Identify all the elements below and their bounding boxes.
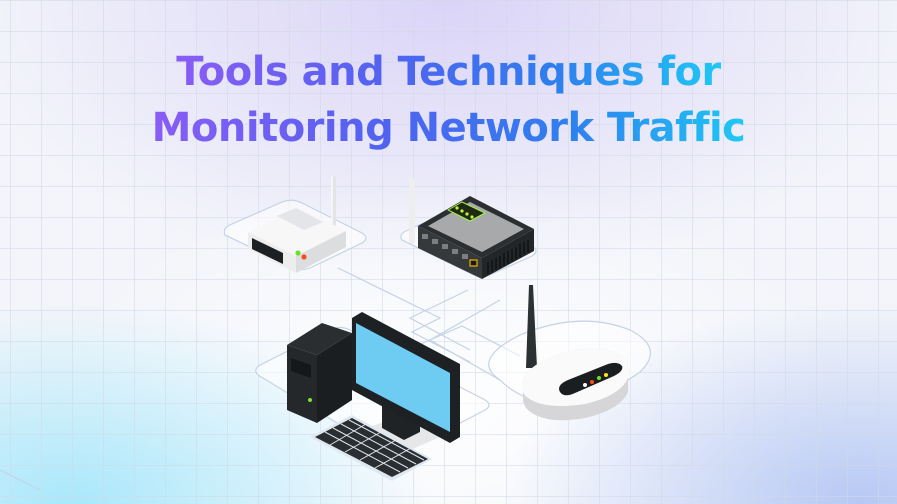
title-line-2: Monitoring Network Traffic bbox=[152, 100, 746, 156]
title-line-1: Tools and Techniques for bbox=[176, 44, 721, 100]
page-title: Tools and Techniques for Monitoring Netw… bbox=[0, 44, 897, 156]
desktop-computer-icon bbox=[287, 312, 460, 481]
white-router-icon bbox=[248, 176, 346, 273]
network-switch-icon bbox=[409, 178, 534, 279]
wifi-router-icon bbox=[522, 285, 630, 421]
